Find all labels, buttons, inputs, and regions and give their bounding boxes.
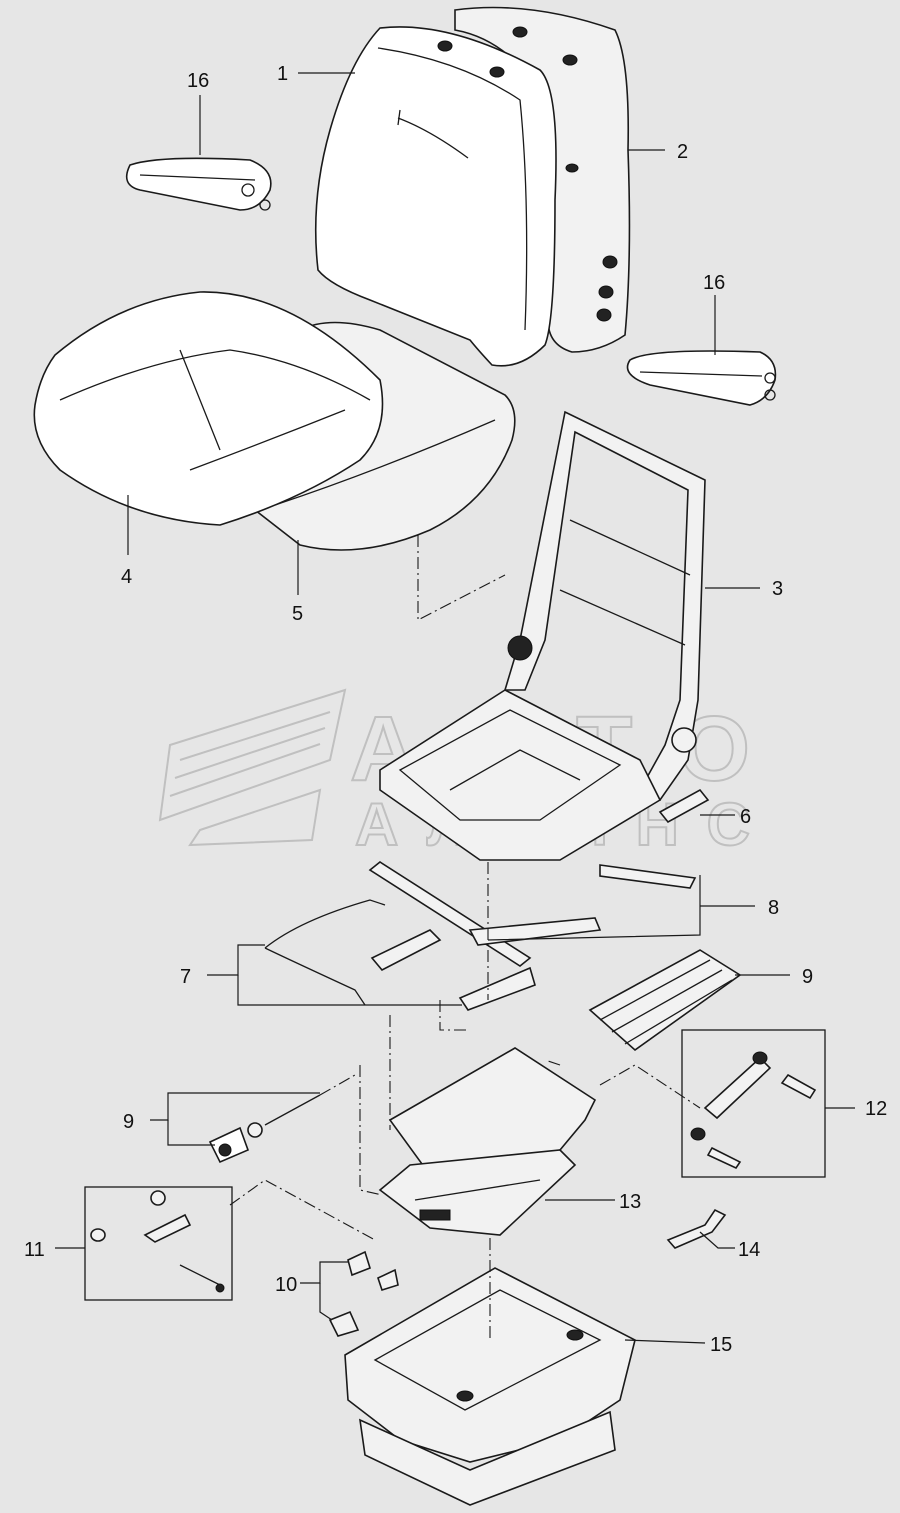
part-16-armrest-left [125,157,272,211]
callout-9-knob: 9 [123,1111,134,1133]
part-12-shock-absorber-kit [690,1051,817,1170]
callout-7: 7 [180,966,191,988]
part-9-adjust-knob [208,1094,321,1164]
callout-6: 6 [740,806,751,828]
callout-5: 5 [292,603,303,625]
watermark-emblem-icon [158,688,347,847]
part-6-pin [658,788,710,824]
callout-16-right: 16 [703,272,725,294]
callout-14: 14 [738,1239,760,1261]
callout-10: 10 [275,1274,297,1296]
callout-numbers: 1 16 2 16 3 4 5 6 8 7 9 9 12 13 11 14 10… [24,63,887,1356]
part-10-fasteners [328,1250,399,1337]
callout-4: 4 [121,566,132,588]
callout-3: 3 [772,578,783,600]
part-9-springs [588,949,742,1052]
callout-11: 11 [24,1239,45,1261]
callout-9-springs: 9 [802,966,813,988]
part-1-backrest-cushion [314,26,557,367]
callout-12: 12 [865,1098,887,1120]
callout-16-left: 16 [187,70,209,92]
callout-2: 2 [677,141,688,163]
part-11-handle-kit [90,1190,225,1293]
part-14-bracket [666,1208,727,1249]
callout-15: 15 [710,1334,732,1356]
part-15-base-cover [344,1267,636,1506]
callout-1: 1 [277,63,288,85]
group-box-11 [84,1186,233,1301]
callout-leaders [55,72,855,1344]
part-13-suspension [378,1047,597,1236]
assembly-lines [229,535,701,1340]
part-4-seat-cushion [33,291,384,526]
part-16-armrest-right [626,350,777,406]
part-3-seat-frame [379,410,706,861]
callout-13: 13 [619,1191,641,1213]
part-7-rail-lever [264,899,536,1011]
callout-8: 8 [768,897,779,919]
group-box-12 [681,1029,826,1178]
